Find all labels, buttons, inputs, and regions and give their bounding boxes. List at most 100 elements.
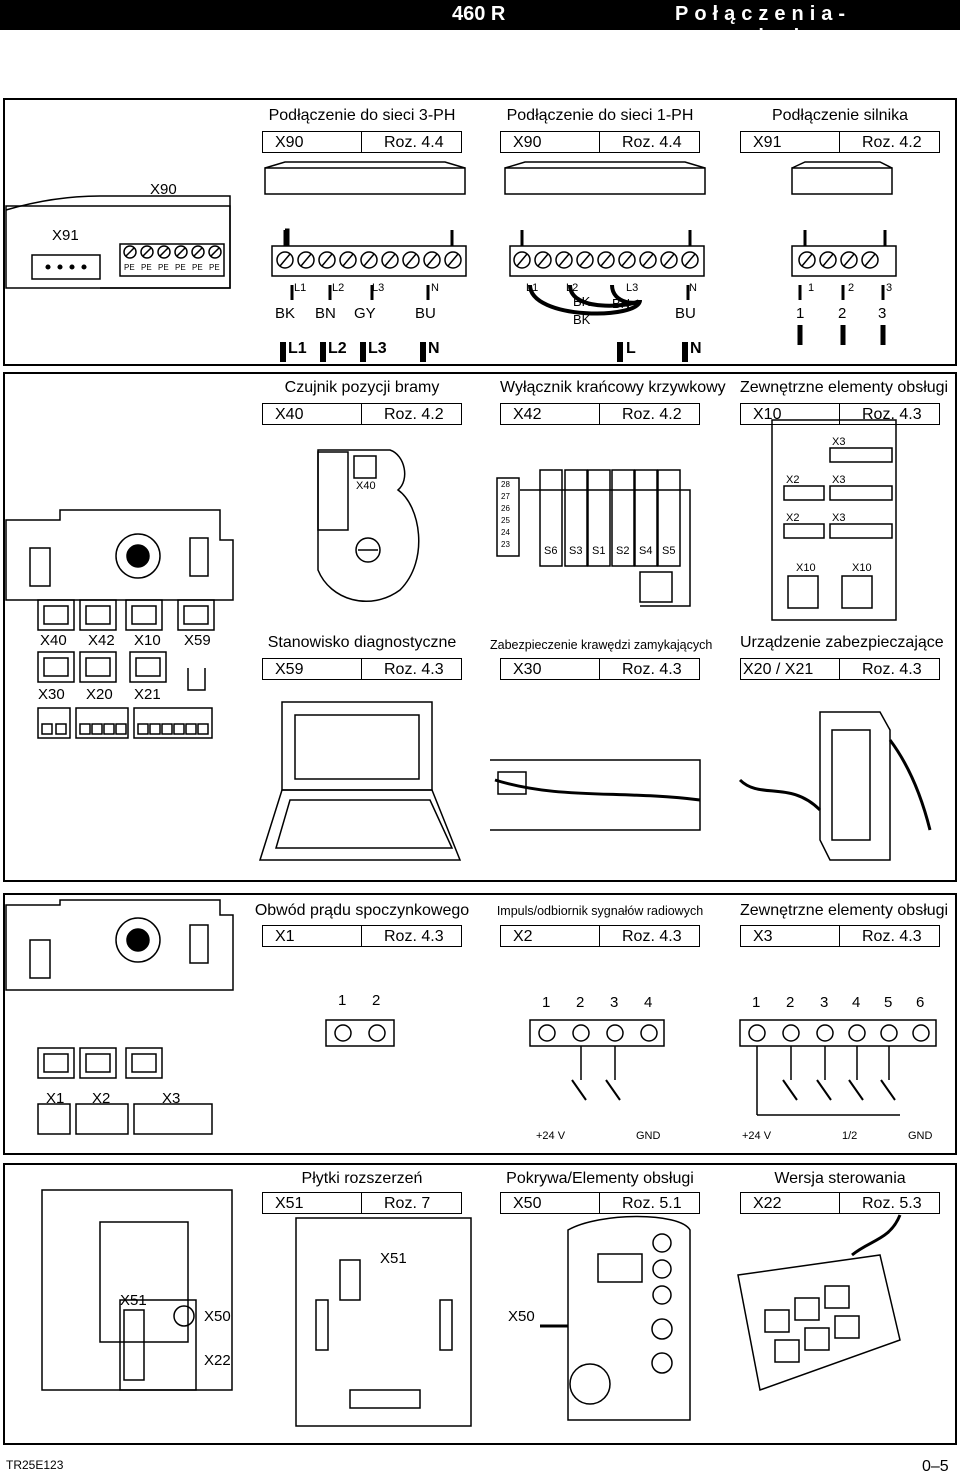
photocell-lens — [831, 729, 871, 841]
board-x30: X30 — [38, 686, 65, 703]
switch-s3: S3 — [569, 545, 583, 557]
cam-switches — [539, 469, 681, 567]
conn-s15-id: X22 — [740, 1192, 840, 1214]
1ph-mains-n: N — [690, 340, 702, 357]
footer-page: 0–5 — [922, 1458, 949, 1475]
board-x42: X42 — [88, 632, 115, 649]
1ph-mains-l: L — [626, 340, 636, 357]
conn-s14-ref: Roz. 5.1 — [600, 1192, 700, 1214]
board-x10: X10 — [134, 632, 161, 649]
x2-gnd: GND — [636, 1130, 661, 1142]
conn-s3: X91 Roz. 4.2 — [740, 131, 940, 153]
conn-s4: X40 Roz. 4.2 — [262, 403, 462, 425]
x91-t1: 1 — [808, 282, 815, 294]
conn-s1-ref: Roz. 4.4 — [362, 131, 462, 153]
x2-switches — [571, 1079, 621, 1101]
panel-mains-motor — [3, 98, 957, 366]
title-s4: Czujnik pozycji bramy — [284, 379, 440, 396]
conn-s2-id: X90 — [500, 131, 600, 153]
pe-terminal-strip — [119, 243, 225, 277]
board-x40: X40 — [40, 632, 67, 649]
screwdriver-hand — [851, 1214, 902, 1257]
conn-s6-id: X10 — [740, 403, 840, 425]
x42-t28: 28 — [501, 480, 510, 489]
conn-s3-id: X91 — [740, 131, 840, 153]
x10-x3-top: X3 — [832, 436, 846, 448]
potentiometer-outer — [115, 533, 161, 579]
footer-code: TR25E123 — [6, 1458, 64, 1472]
title-s10: Obwód prądu spoczynkowego — [254, 902, 470, 919]
board3-x51: X51 — [120, 1292, 147, 1309]
x1-t1: 1 — [338, 992, 347, 1009]
conn-s11: X2 Roz. 4.3 — [500, 925, 700, 947]
conn-s15: X22 Roz. 5.3 — [740, 1192, 940, 1214]
3ph-n: N — [431, 282, 439, 294]
1ph-bk-bottom: BK — [573, 312, 591, 327]
conn-s10-ref: Roz. 4.3 — [362, 925, 462, 947]
page-header: 460 R Połączenia-przegląd — [0, 0, 960, 48]
x42-t24: 24 — [501, 528, 510, 537]
x1-block — [325, 1019, 395, 1047]
term-x1 — [37, 707, 71, 739]
switch-s1: S1 — [592, 545, 606, 557]
x42-t25: 25 — [501, 516, 510, 525]
title-s5: Wyłącznik krańcowy krzywkowy — [500, 379, 726, 396]
x91-block — [791, 245, 897, 277]
board-x20: X20 — [86, 686, 113, 703]
conn-s13-id: X51 — [262, 1192, 362, 1214]
1ph-l1: L1 — [526, 282, 539, 294]
conn-s13: X51 Roz. 7 — [262, 1192, 462, 1214]
conn-s5-id: X42 — [500, 403, 600, 425]
board2-x1: X1 — [46, 1090, 65, 1107]
x10-socket-b — [841, 575, 873, 609]
3ph-l1: L1 — [294, 282, 307, 294]
x3-gnd: GND — [908, 1130, 933, 1142]
dip-block-right — [189, 537, 209, 577]
label-pe-3: PE — [158, 263, 169, 272]
board-x91-area — [5, 205, 231, 289]
x1-t2: 2 — [372, 992, 381, 1009]
model-number: 460 R — [452, 3, 506, 25]
x10-socket-a — [787, 575, 819, 609]
position-sensor-body — [317, 449, 420, 603]
title-s14: Pokrywa/Elementy obsługi — [506, 1170, 694, 1187]
conn-s5: X42 Roz. 4.2 — [500, 403, 700, 425]
3ph-bu: BU — [415, 305, 436, 322]
dip-block-left — [29, 547, 51, 587]
x91-w3: 3 — [878, 305, 887, 322]
x90-3ph-block — [271, 245, 467, 277]
x42-t23: 23 — [501, 540, 510, 549]
panel-inputs — [3, 893, 957, 1155]
conn-s5-ref: Roz. 4.2 — [600, 403, 700, 425]
title-s15: Wersja sterowania — [774, 1170, 906, 1187]
1ph-bk-top: BK — [573, 294, 591, 309]
laptop-base — [258, 789, 462, 861]
x3-half: 1/2 — [842, 1130, 858, 1142]
conn-s14-id: X50 — [500, 1192, 600, 1214]
x2-plus24v: +24 V — [536, 1130, 566, 1142]
term-x3 — [133, 707, 213, 739]
3ph-mains-l2: L2 — [328, 340, 347, 357]
x90-1ph-block — [509, 245, 705, 277]
board2-x2: X2 — [92, 1090, 111, 1107]
x3-t4: 4 — [852, 994, 861, 1011]
x3-t5: 5 — [884, 994, 893, 1011]
label-pe-6: PE — [209, 263, 220, 272]
switch-s4: S4 — [639, 545, 653, 557]
rj-jacks-row-b — [37, 651, 167, 683]
photocell-cable — [888, 739, 932, 831]
x3-t3: 3 — [820, 994, 829, 1011]
board-x59: X59 — [184, 632, 211, 649]
cover-x50: X50 — [508, 1308, 535, 1325]
conn-s9-id: X20 / X21 — [740, 658, 840, 680]
sensor-x40-label: X40 — [356, 480, 376, 492]
x3-t6: 6 — [916, 994, 925, 1011]
door-edge — [490, 759, 701, 831]
x42-t27: 27 — [501, 492, 510, 501]
x10-x3-low: X3 — [832, 512, 846, 524]
conn-s7-ref: Roz. 4.3 — [362, 658, 462, 680]
title-s2: Podłączenie do sieci 1-PH — [506, 107, 694, 124]
safety-edge-strip — [494, 778, 701, 802]
conn-s12-id: X3 — [740, 925, 840, 947]
